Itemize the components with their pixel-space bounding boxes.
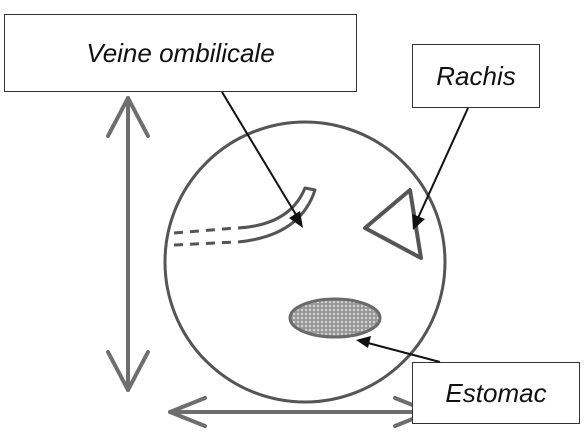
label-veine-ombilicale: Veine ombilicale — [4, 14, 357, 92]
pointer-estomac — [356, 336, 440, 362]
pointer-veine-ombilicale — [222, 92, 303, 228]
pointer-rachis — [412, 108, 468, 230]
stomach-ellipse — [290, 299, 380, 337]
label-estomac: Estomac — [412, 362, 580, 424]
label-rachis: Rachis — [412, 44, 540, 108]
label-veine-ombilicale-text: Veine ombilicale — [86, 38, 274, 69]
abdomen-circle — [165, 122, 445, 402]
umbilical-vein-dashed — [174, 228, 236, 245]
rachis-triangle — [365, 190, 421, 258]
vertical-measure-arrow — [108, 98, 148, 390]
label-rachis-text: Rachis — [436, 61, 515, 92]
umbilical-vein — [238, 188, 315, 242]
label-estomac-text: Estomac — [445, 378, 546, 409]
